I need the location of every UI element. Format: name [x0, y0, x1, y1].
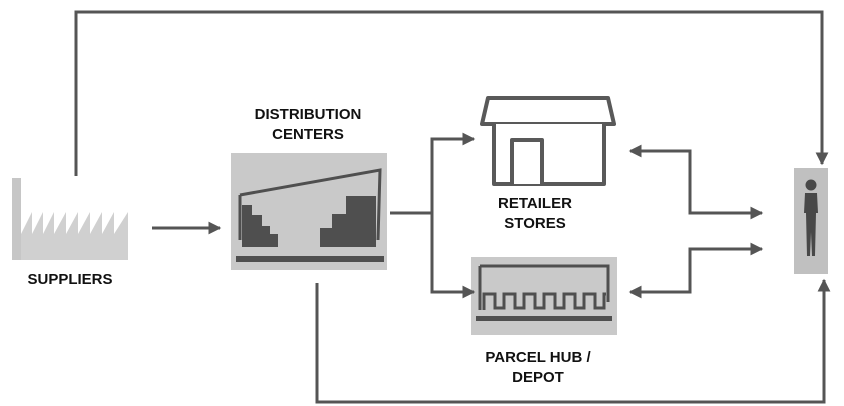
arrow-dc-to-customer [315, 278, 831, 404]
person-icon [794, 168, 828, 274]
retailer-stores-label-line1: RETAILER [498, 195, 572, 212]
arrow-dc-to-parcel-hub [430, 213, 476, 299]
suppliers-label: SUPPLIERS [10, 270, 130, 290]
warehouse-icon [231, 153, 387, 270]
distribution-centers-label-line1: DISTRIBUTION [254, 106, 362, 123]
suppliers-label-text: SUPPLIERS [27, 271, 113, 288]
parcel-hub-label-line2: DEPOT [512, 369, 564, 386]
store-icon [480, 96, 616, 186]
distribution-centers-label-line2: CENTERS [272, 126, 344, 143]
arrow-suppliers-to-customer [74, 10, 829, 176]
arrow-parcel-hub-to-customer [628, 242, 764, 299]
parcel-hub-label-line1: PARCEL HUB / [485, 349, 591, 366]
distribution-centers-label: DISTRIBUTION CENTERS [228, 105, 388, 145]
parcel-depot-icon [471, 257, 617, 335]
parcel-hub-label: PARCEL HUB / DEPOT [458, 348, 618, 388]
arrow-retailer-to-customer [628, 144, 764, 220]
retailer-stores-label: RETAILER STORES [475, 194, 595, 234]
factory-icon [12, 178, 128, 260]
retailer-stores-label-line2: STORES [504, 215, 566, 232]
connectors [74, 10, 831, 404]
arrow-dc-to-retailer [430, 132, 476, 213]
